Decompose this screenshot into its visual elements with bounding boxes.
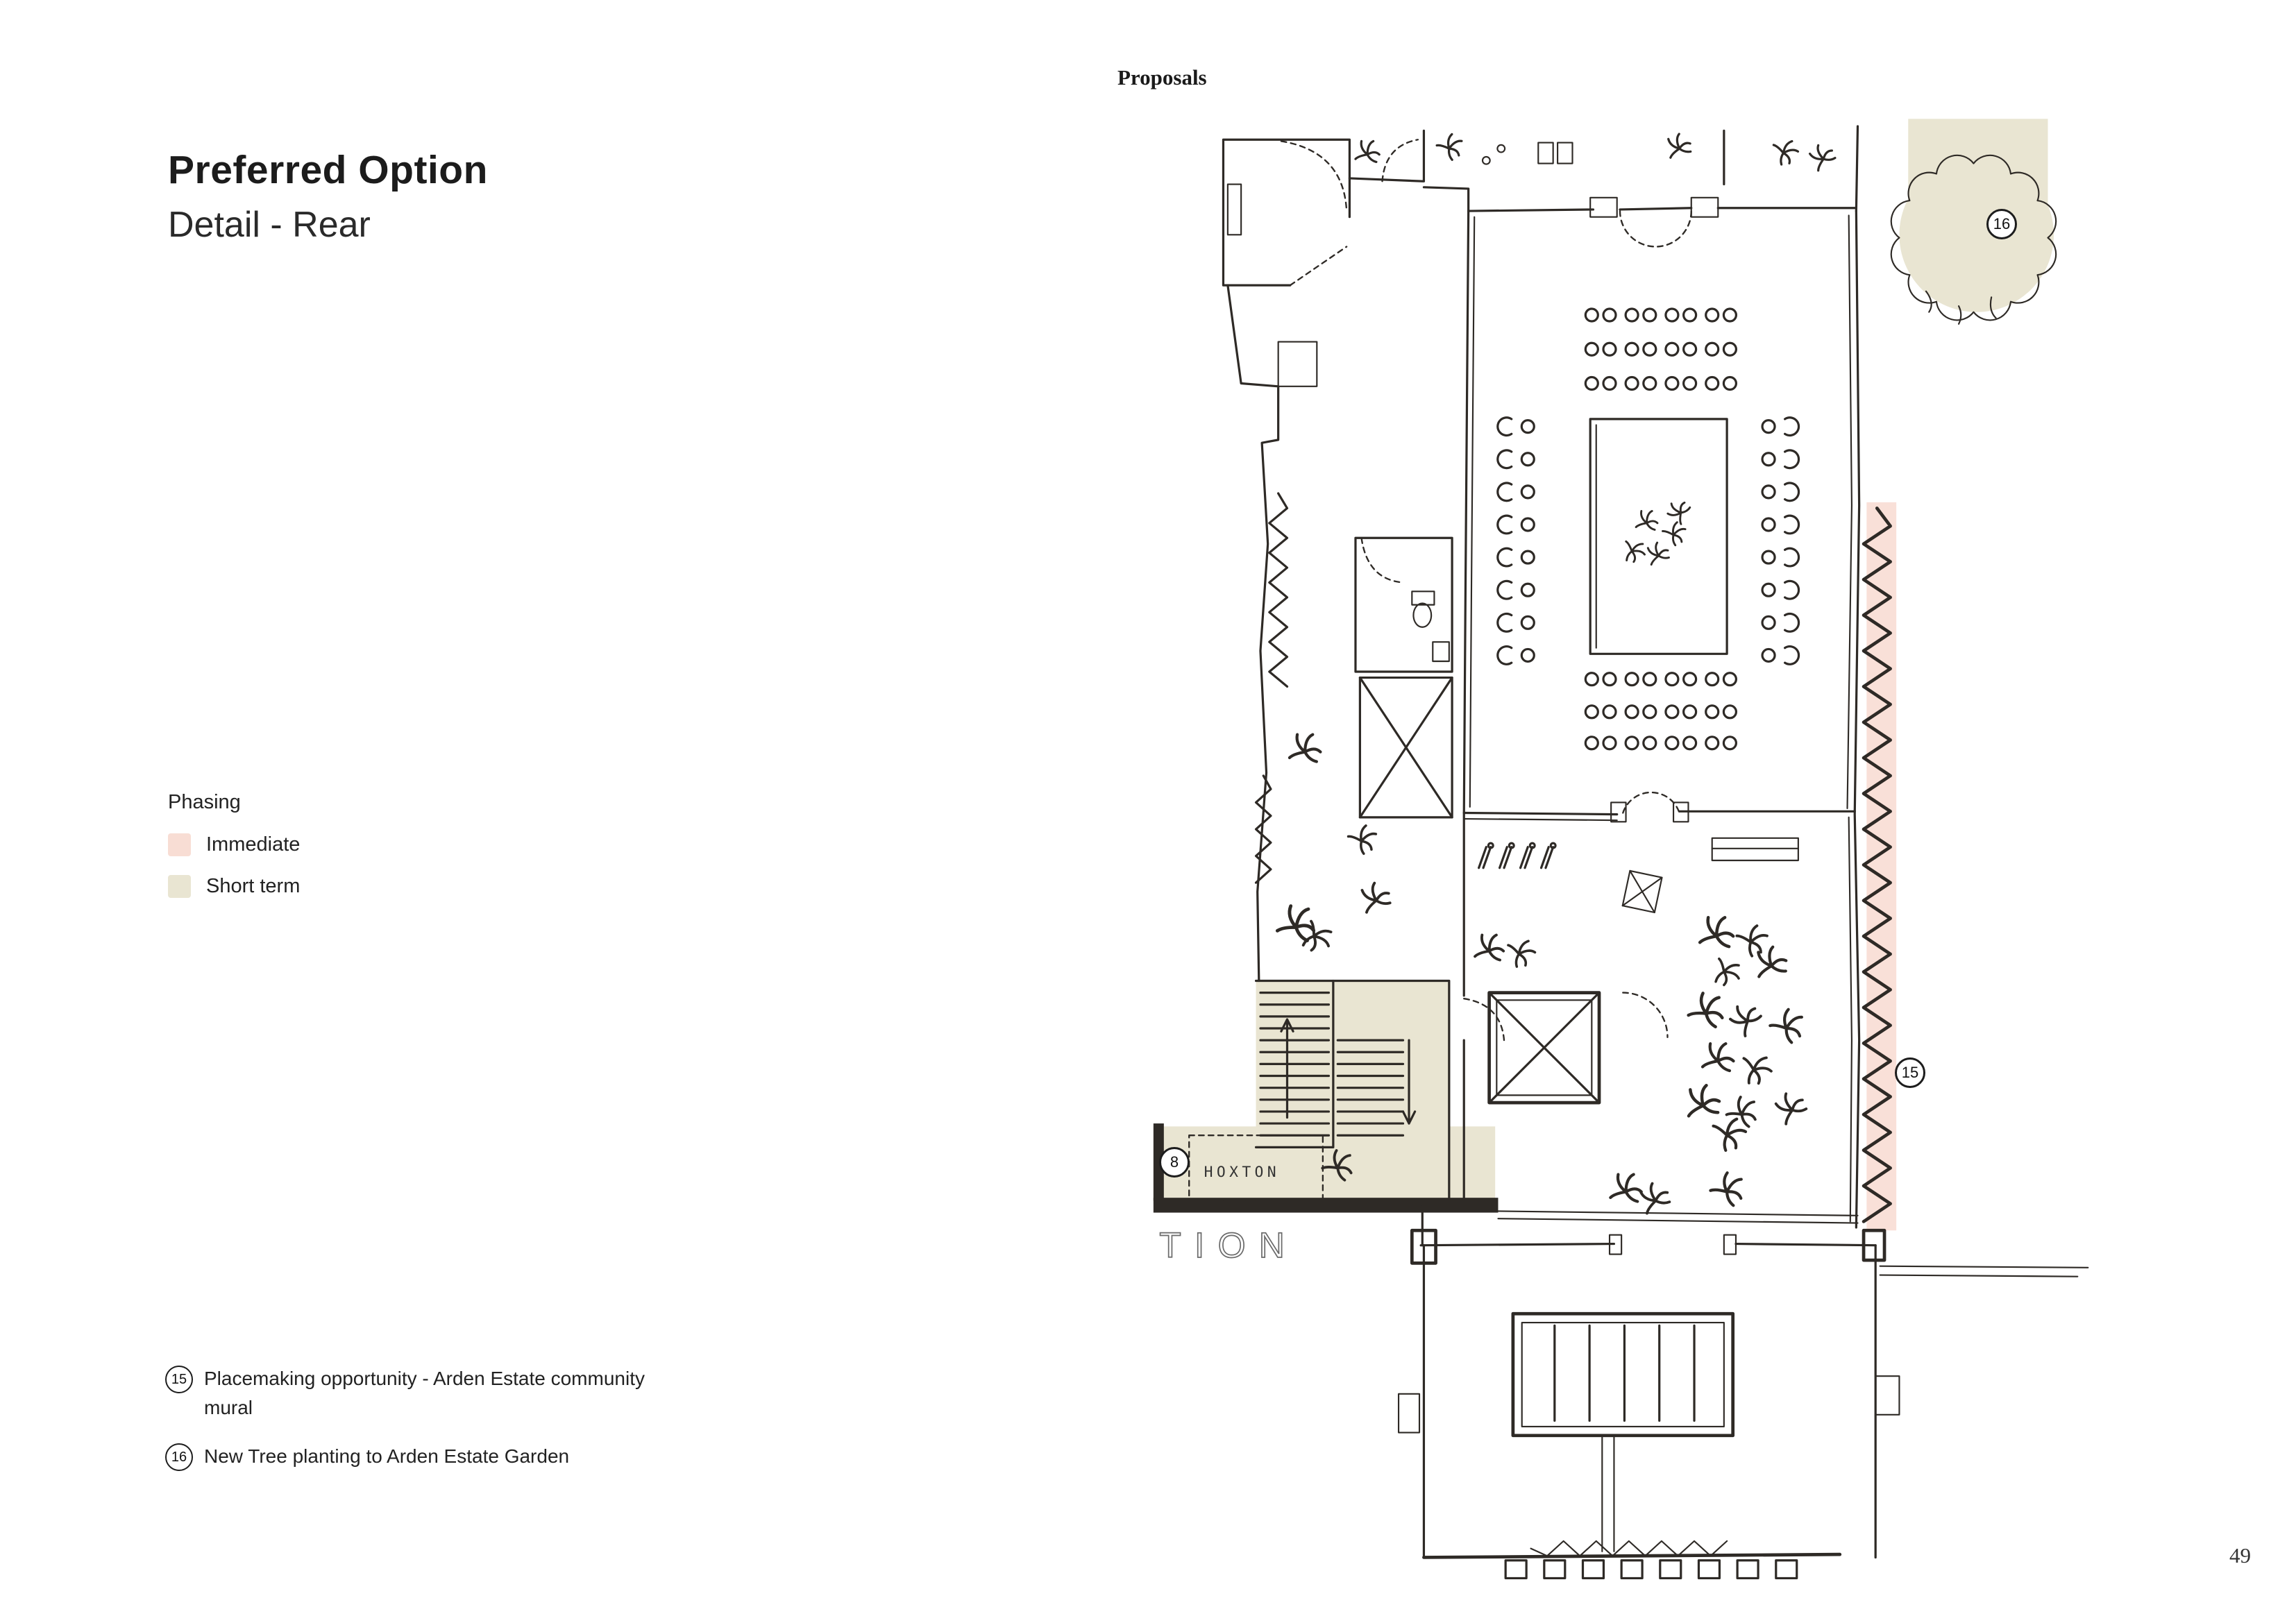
annotation-16: 16 New Tree planting to Arden Estate Gar…	[165, 1442, 676, 1471]
legend-title: Phasing	[168, 791, 241, 813]
main-hall	[1462, 196, 1861, 1229]
legend-item-short-term: Short term	[168, 875, 300, 898]
page-subtitle: Detail - Rear	[168, 205, 371, 245]
upper-left-building	[1222, 138, 1351, 983]
page-title: Preferred Option	[168, 148, 488, 192]
mural-zigzag	[1862, 507, 1892, 1223]
phasing-legend: Phasing Immediate Short term	[168, 791, 300, 917]
hoxton-label: HOXTON	[1204, 1164, 1280, 1181]
plan-marker-15: 15	[1895, 1057, 1925, 1088]
annotation-16-text: New Tree planting to Arden Estate Garden	[204, 1445, 570, 1467]
immediate-swatch	[168, 833, 191, 856]
page-number: 49	[2229, 1543, 2251, 1567]
plan-marker-8: 8	[1159, 1147, 1190, 1178]
hall-chairs-right	[1761, 416, 1800, 665]
site-plan: HOXTON TION	[1153, 119, 2089, 1580]
hall-chairs-left	[1496, 416, 1535, 665]
short-term-label: Short term	[206, 875, 301, 897]
short-term-swatch	[168, 875, 191, 898]
corridor-and-cores	[1254, 492, 1799, 1208]
hall-chairs-bottom	[1584, 672, 1738, 751]
plan-marker-16: 16	[1986, 209, 2017, 239]
legend-item-immediate: Immediate	[168, 833, 300, 856]
bike-stands	[1478, 842, 1557, 869]
station-partial-label: TION	[1159, 1225, 1298, 1265]
annotation-15: 15 Placemaking opportunity - Arden Estat…	[165, 1364, 676, 1422]
page-header: Proposals	[1117, 65, 1207, 90]
annotation-16-marker: 16	[165, 1443, 193, 1471]
lower-building	[1397, 1205, 2089, 1580]
title-block: Preferred Option Detail - Rear	[168, 147, 488, 246]
annotation-15-text: Placemaking opportunity - Arden Estate c…	[204, 1368, 645, 1418]
top-terrace	[1348, 125, 1859, 212]
hall-chairs-top	[1584, 307, 1738, 391]
annotation-15-marker: 15	[165, 1366, 193, 1393]
immediate-label: Immediate	[206, 833, 301, 856]
tree-sketch	[1890, 154, 2057, 325]
hoxton-entrance: HOXTON TION	[1153, 1123, 1499, 1266]
